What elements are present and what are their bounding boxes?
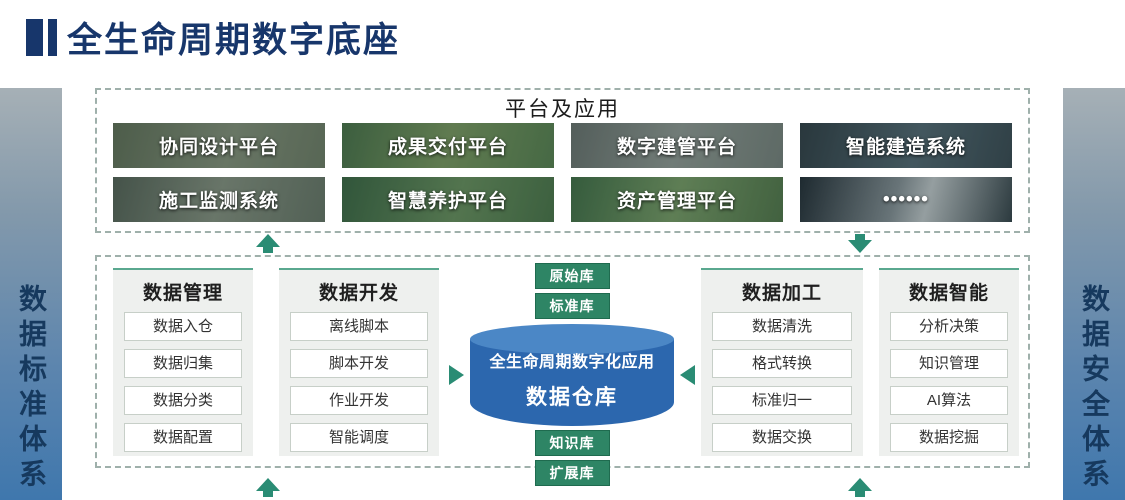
right-pillar-data-security: 数据安全体系 [1063,88,1125,500]
left-pillar-label: 数据标准体系 [16,284,47,494]
title-row: 全生命周期数字底座 [26,12,400,63]
inward-arrow-left-icon [449,365,464,385]
panel-item: 数据入仓 [124,312,242,341]
panel-item: 离线脚本 [290,312,428,341]
title-bars-icon [26,18,57,58]
panel-item: 数据交换 [712,423,852,452]
platforms-section: 平台及应用 协同设计平台 成果交付平台 数字建管平台 智能建造系统 施工监测系统… [95,88,1030,233]
panel-item: AI算法 [890,386,1008,415]
data-processing-panel: 数据加工 数据清洗 格式转换 标准归一 数据交换 [701,268,863,456]
platform-tile-label: 智慧养护平台 [387,191,508,212]
platform-tile-ellipsis: •••••• [800,177,1012,222]
inward-arrow-right-icon [680,365,695,385]
panel-item: 数据挖掘 [890,423,1008,452]
library-badge-standard: 标准库 [534,293,610,319]
panel-item: 数据归集 [124,349,242,378]
panel-item: 标准归一 [712,386,852,415]
panel-item: 知识管理 [890,349,1008,378]
panel-item: 作业开发 [290,386,428,415]
library-badge-knowledge: 知识库 [534,430,610,456]
cylinder-name: 数据仓库 [526,385,618,409]
platform-tile-label: 施工监测系统 [158,191,279,212]
up-arrow-icon [256,478,280,497]
panel-item: 数据分类 [124,386,242,415]
up-arrow-icon [256,234,280,253]
platform-tile-smart-maintenance: 智慧养护平台 [342,177,554,222]
panel-item: 智能调度 [290,423,428,452]
data-warehouse-cylinder: 全生命周期数字化应用 数据仓库 [470,324,674,426]
left-pillar-data-standard: 数据标准体系 [0,88,62,500]
panel-item: 格式转换 [712,349,852,378]
library-badge-raw: 原始库 [534,263,610,289]
platform-tile-smart-building-system: 智能建造系统 [800,123,1012,168]
panel-item: 脚本开发 [290,349,428,378]
data-management-panel: 数据管理 数据入仓 数据归集 数据分类 数据配置 [113,268,253,456]
platform-tile-label: 智能建造系统 [845,137,966,158]
platform-tile-label: 成果交付平台 [387,137,508,158]
platform-tile-digital-construction-mgmt: 数字建管平台 [571,123,783,168]
right-pillar-label: 数据安全体系 [1079,284,1110,494]
panel-item: 分析决策 [890,312,1008,341]
panel-title: 数据开发 [318,283,399,304]
data-warehouse-center: 原始库 标准库 全生命周期数字化应用 数据仓库 知识库 扩展库 [445,257,699,486]
platform-tile-label: 资产管理平台 [616,191,737,212]
platform-tile-label: 协同设计平台 [158,137,279,158]
cylinder-text: 全生命周期数字化应用 数据仓库 [470,324,674,426]
cylinder-title: 全生命周期数字化应用 [489,353,655,371]
data-platform-section: 数据管理 数据入仓 数据归集 数据分类 数据配置 数据开发 离线脚本 脚本开发 … [95,255,1030,486]
platform-tile-label: •••••• [883,188,929,210]
platform-tile-construction-monitoring: 施工监测系统 [113,177,325,222]
platform-tile-label: 数字建管平台 [616,137,737,158]
page-title: 全生命周期数字底座 [67,21,401,60]
platform-tile-deliverables: 成果交付平台 [342,123,554,168]
platform-tiles-grid: 协同设计平台 成果交付平台 数字建管平台 智能建造系统 施工监测系统 智慧养护平… [113,123,1012,222]
library-badge-extension: 扩展库 [534,460,610,486]
panel-title: 数据加工 [741,283,822,304]
platform-tile-asset-management: 资产管理平台 [571,177,783,222]
cylinder-row: 全生命周期数字化应用 数据仓库 [449,324,695,426]
panel-item: 数据配置 [124,423,242,452]
data-development-panel: 数据开发 离线脚本 脚本开发 作业开发 智能调度 [279,268,439,456]
platform-tile-collaborative-design: 协同设计平台 [113,123,325,168]
up-arrow-icon [848,478,872,497]
panel-title: 数据智能 [908,283,989,304]
cylinder-top [470,324,674,354]
down-arrow-icon [848,234,872,253]
panel-item: 数据清洗 [712,312,852,341]
platforms-header: 平台及应用 [505,98,620,121]
data-intelligence-panel: 数据智能 分析决策 知识管理 AI算法 数据挖掘 [879,268,1019,456]
panel-title: 数据管理 [142,283,223,304]
